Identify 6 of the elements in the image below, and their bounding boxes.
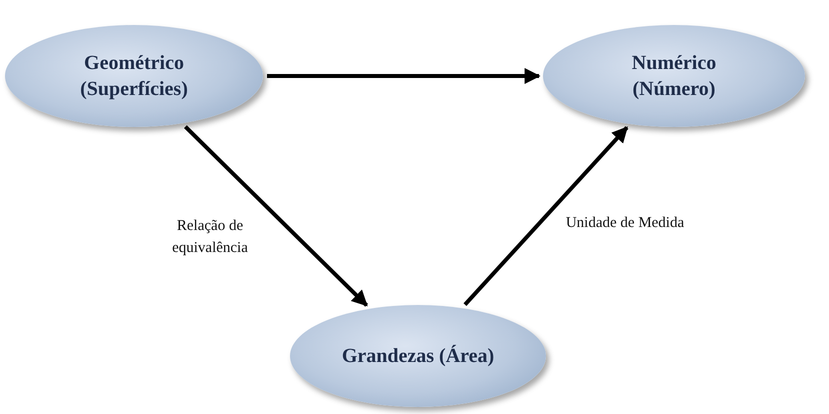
arrow [184, 125, 368, 307]
node-label: Grandezas (Área) [340, 344, 496, 369]
node-label: Numérico (Número) [630, 51, 718, 102]
node-label: Geométrico (Superfícies) [79, 51, 189, 102]
arrow [464, 126, 628, 306]
arrow [267, 68, 541, 84]
